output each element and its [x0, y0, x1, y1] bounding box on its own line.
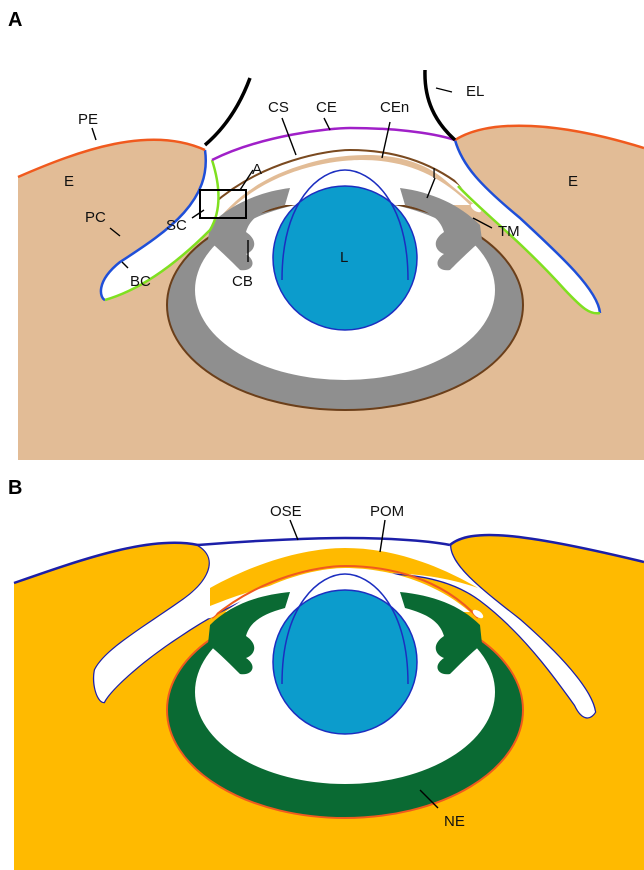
label-pc: PC — [85, 209, 106, 226]
label-bc: BC — [130, 273, 151, 290]
label-tm: TM — [498, 223, 520, 240]
eyelid-right — [425, 70, 455, 140]
panel-a-label: A — [8, 9, 22, 31]
label-ose: OSE — [270, 503, 302, 520]
label-cen: CEn — [380, 99, 409, 116]
label-sc: SC — [166, 217, 187, 234]
label-e-left: E — [64, 173, 74, 190]
label-cs: CS — [268, 99, 289, 116]
label-e-right: E — [568, 173, 578, 190]
panel-b: B OSE POM NE — [8, 477, 644, 870]
label-i: I — [432, 165, 436, 182]
label-pom: POM — [370, 503, 404, 520]
label-ne: NE — [444, 813, 465, 830]
corneal-epithelium-a — [212, 128, 455, 160]
label-a: A — [252, 161, 262, 178]
lens-b — [273, 590, 417, 734]
label-l: L — [340, 249, 348, 266]
label-el: EL — [466, 83, 484, 100]
panel-a: A — [8, 9, 644, 460]
panel-b-label: B — [8, 477, 22, 499]
eyelid-left — [205, 78, 250, 145]
label-ce: CE — [316, 99, 337, 116]
label-cb: CB — [232, 273, 253, 290]
label-pe: PE — [78, 111, 98, 128]
